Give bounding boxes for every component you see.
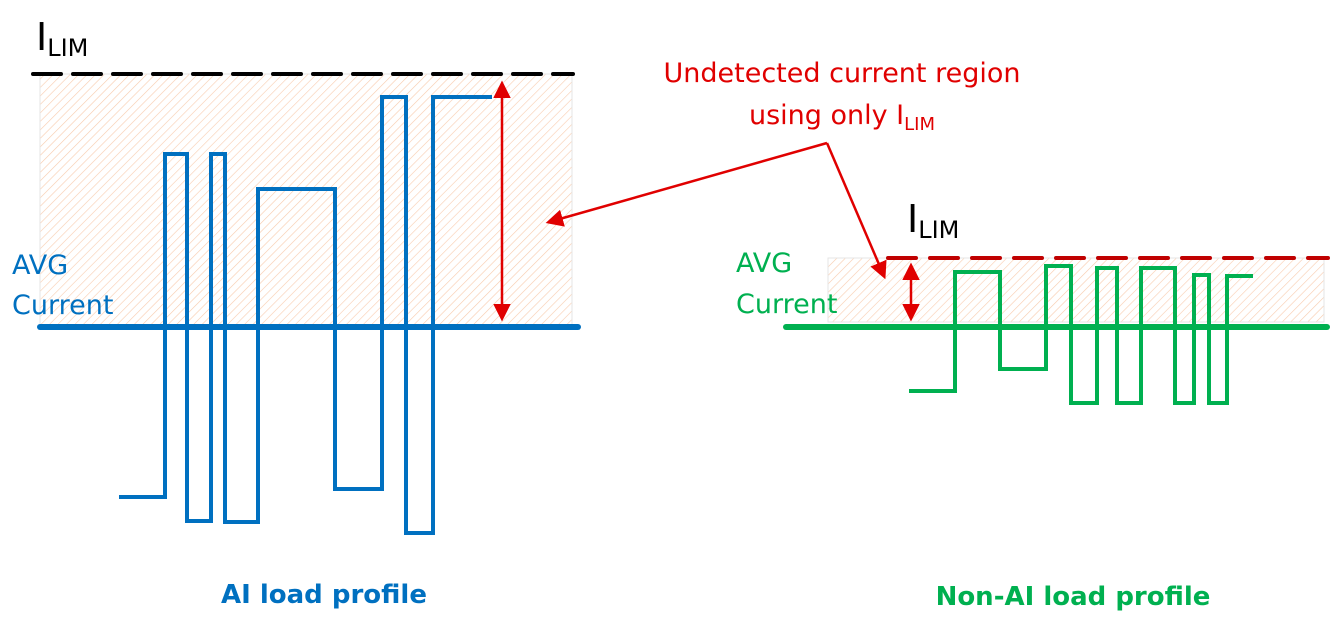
ai-load-profile-panel: ILIM AVG Current AI load profile: [12, 15, 581, 610]
ai-avg-label-line2: Current: [12, 290, 113, 321]
annotation-pointer-to-non-ai: [825, 142, 887, 280]
ai-caption: AI load profile: [221, 580, 427, 610]
non-ai-avg-label-line1: AVG: [736, 248, 792, 279]
ai-avg-label-line1: AVG: [12, 250, 68, 281]
non-ai-avg-label-line2: Current: [736, 289, 837, 320]
undetected-region-annotation: Undetected current region using only ILI…: [545, 58, 1021, 280]
non-ai-undetected-region: [827, 257, 1325, 323]
annotation-pointer-to-ai: [545, 141, 828, 227]
annotation-line2: using only ILIM: [749, 100, 935, 135]
ai-load-waveform: [119, 95, 492, 535]
non-ai-load-waveform: [909, 264, 1253, 405]
annotation-line1: Undetected current region: [664, 58, 1021, 89]
non-ai-ilim-label: ILIM: [907, 197, 959, 244]
ai-undetected-region: [39, 73, 573, 327]
non-ai-load-profile-panel: ILIM AVG Current Non-AI load profile: [736, 197, 1330, 612]
ai-ilim-label: ILIM: [36, 15, 88, 62]
non-ai-caption: Non-AI load profile: [936, 582, 1211, 612]
